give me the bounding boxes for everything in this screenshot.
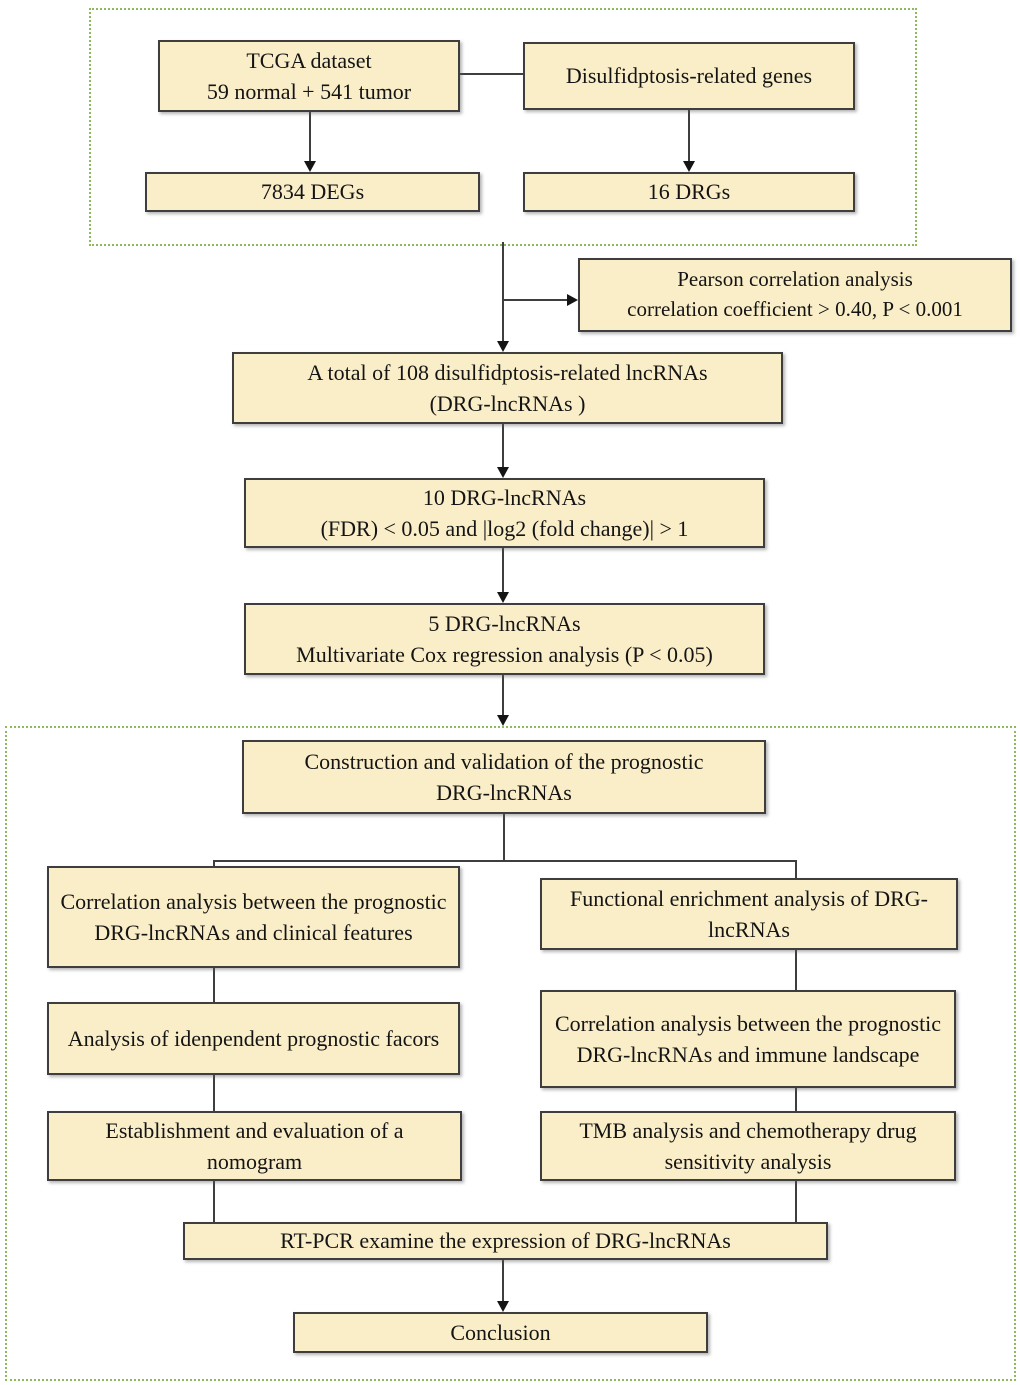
connector-tcga-degs bbox=[309, 112, 311, 161]
node-text: Establishment and evaluation of a nomogr… bbox=[105, 1117, 404, 1174]
node-disulfidptosis-genes: Disulfidptosis-related genes bbox=[523, 42, 855, 110]
arrowhead-down-icon bbox=[497, 592, 509, 603]
node-text: (DRG-lncRNAs ) bbox=[429, 391, 586, 416]
node-text: 7834 DEGs bbox=[260, 179, 365, 205]
node-independent-prognostic-factors: Analysis of idenpendent prognostic facor… bbox=[47, 1002, 460, 1075]
node-text: Construction and validation of the progn… bbox=[304, 748, 704, 774]
connector-tcga-disulfidptosis bbox=[460, 73, 523, 75]
arrowhead-down-icon bbox=[497, 1301, 509, 1312]
node-tmb-chemotherapy: TMB analysis and chemotherapy drug sensi… bbox=[540, 1111, 956, 1181]
node-5-drg-lncrnas: 5 DRG-lncRNAs Multivariate Cox regressio… bbox=[244, 603, 765, 675]
node-text: RT-PCR examine the expression of DRG-lnc… bbox=[280, 1228, 731, 1254]
node-text: 16 DRGs bbox=[647, 179, 731, 205]
connector-tmb-rtpcr bbox=[795, 1181, 797, 1222]
node-text: Disulfidptosis-related genes bbox=[565, 63, 813, 89]
node-rtpcr: RT-PCR examine the expression of DRG-lnc… bbox=[183, 1222, 828, 1260]
node-text: Conclusion bbox=[450, 1319, 551, 1345]
node-text: 59 normal + 541 tumor bbox=[206, 79, 412, 104]
node-text: Functional enrichment analysis of DRG-ln… bbox=[569, 885, 929, 942]
node-text: Correlation analysis between the prognos… bbox=[554, 1010, 942, 1067]
node-nomogram: Establishment and evaluation of a nomogr… bbox=[47, 1111, 462, 1181]
connector-split-horizontal bbox=[213, 860, 797, 862]
connector-functional-immune bbox=[795, 950, 797, 990]
connector-immune-tmb bbox=[795, 1088, 797, 1111]
arrowhead-down-icon bbox=[497, 467, 509, 478]
connector-ten-five bbox=[502, 548, 504, 592]
node-tcga-dataset: TCGA dataset 59 normal + 541 tumor bbox=[158, 40, 460, 112]
node-pearson-correlation: Pearson correlation analysis correlation… bbox=[578, 258, 1012, 332]
arrowhead-down-icon bbox=[683, 161, 695, 172]
node-text: correlation coefficient > 0.40, P < 0.00… bbox=[627, 297, 963, 321]
connector-disulfidptosis-drgs bbox=[688, 110, 690, 161]
node-degs: 7834 DEGs bbox=[145, 172, 480, 212]
node-text: Multivariate Cox regression analysis (P … bbox=[296, 642, 713, 667]
node-construction-validation: Construction and validation of the progn… bbox=[242, 740, 766, 814]
node-text: TCGA dataset bbox=[246, 47, 372, 73]
arrowhead-down-icon bbox=[497, 341, 509, 352]
node-text: 5 DRG-lncRNAs bbox=[428, 610, 581, 636]
node-clinical-features-correlation: Correlation analysis between the prognos… bbox=[47, 866, 460, 968]
connector-nomogram-rtpcr bbox=[213, 1181, 215, 1222]
section-frame-analysis bbox=[5, 726, 1016, 1381]
node-108-drg-lncrnas: A total of 108 disulfidptosis-related ln… bbox=[232, 352, 783, 424]
node-immune-landscape-correlation: Correlation analysis between the prognos… bbox=[540, 990, 956, 1088]
node-text: 10 DRG-lncRNAs bbox=[422, 484, 587, 510]
node-16-drgs: 16 DRGs bbox=[523, 172, 855, 212]
node-10-drg-lncrnas: 10 DRG-lncRNAs (FDR) < 0.05 and |log2 (f… bbox=[244, 478, 765, 548]
node-functional-enrichment: Functional enrichment analysis of DRG-ln… bbox=[540, 878, 958, 950]
node-text: TMB analysis and chemotherapy drug sensi… bbox=[579, 1117, 917, 1174]
node-text: (FDR) < 0.05 and |log2 (fold change)| > … bbox=[320, 516, 689, 541]
connector-split-left-drop bbox=[213, 860, 215, 868]
node-text: Pearson correlation analysis bbox=[677, 267, 913, 292]
connector-construction-split bbox=[503, 814, 505, 860]
connector-split-right-drop bbox=[795, 860, 797, 879]
node-text: Correlation analysis between the prognos… bbox=[60, 888, 447, 945]
node-text: Analysis of idenpendent prognostic facor… bbox=[67, 1025, 440, 1051]
node-text: DRG-lncRNAs bbox=[436, 780, 572, 805]
connector-rtpcr-conclusion bbox=[502, 1260, 504, 1301]
arrowhead-down-icon bbox=[304, 161, 316, 172]
connector-section1-total108 bbox=[502, 242, 504, 341]
arrowhead-down-icon bbox=[497, 715, 509, 726]
arrowhead-right-icon bbox=[567, 294, 578, 306]
connector-independent-nomogram bbox=[213, 1075, 215, 1111]
connector-clinical-independent bbox=[213, 968, 215, 1002]
node-text: A total of 108 disulfidptosis-related ln… bbox=[307, 359, 708, 385]
node-conclusion: Conclusion bbox=[293, 1312, 708, 1353]
connector-total108-ten bbox=[502, 424, 504, 467]
connector-to-pearson bbox=[502, 299, 567, 301]
connector-five-section2 bbox=[502, 675, 504, 715]
